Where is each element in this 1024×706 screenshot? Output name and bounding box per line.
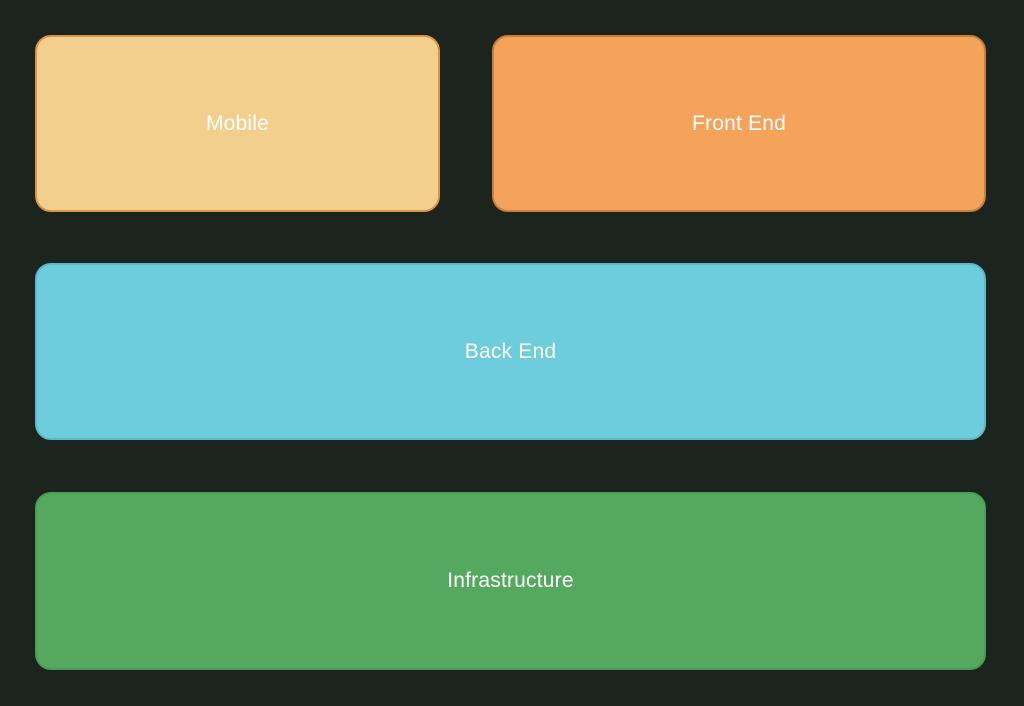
node-label-front-end: Front End [691, 111, 786, 135]
diagram-node-mobile[interactable]: Mobile [35, 35, 440, 212]
node-label-back-end: Back End [464, 339, 557, 363]
diagram-node-back-end[interactable]: Back End [35, 263, 986, 440]
node-label-mobile: Mobile [205, 111, 270, 135]
diagram-node-infrastructure[interactable]: Infrastructure [35, 492, 986, 670]
node-label-infrastructure: Infrastructure [447, 569, 574, 592]
diagram-node-front-end[interactable]: Front End [492, 35, 986, 212]
